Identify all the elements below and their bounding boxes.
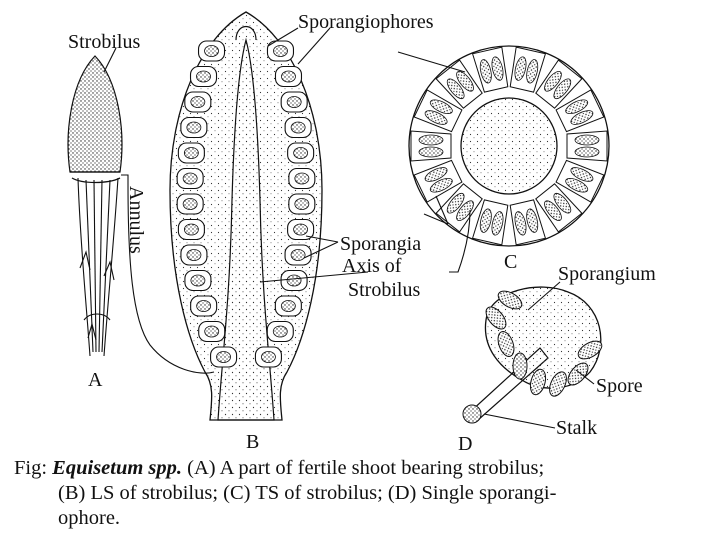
ls-sporangium [284, 244, 312, 266]
ts-sporangiophore [435, 183, 483, 233]
ls-right-sporangiophores [254, 40, 316, 368]
ls-sporangium [287, 218, 315, 241]
ts-axis [460, 97, 558, 195]
ts-sporangiophore [509, 199, 547, 246]
ls-sporangium [210, 346, 238, 368]
label-strobilus: Strobilus [68, 31, 140, 53]
annulus-bracket [121, 174, 129, 183]
sporangium-sac [497, 290, 523, 310]
shoot-strobilus [67, 55, 123, 173]
ls-sporangium [274, 295, 302, 317]
sporangium-sac [549, 371, 567, 397]
ls-sporangium [280, 269, 308, 292]
shoot-annulus-ring [71, 177, 121, 184]
ls-sporangium [184, 269, 212, 292]
label-annulus: Annulus [125, 186, 147, 254]
ls-sporangium [280, 91, 308, 113]
ts-sporangiophore [555, 89, 605, 133]
ts-sporangiophore [410, 130, 452, 162]
shoot-stem [77, 177, 119, 357]
equisetum-diagram: Strobilus Annulus Sporangiophores Sporan… [67, 11, 656, 455]
ls-left-sporangiophores [176, 40, 238, 368]
label-axis-line2: Strobilus [348, 279, 420, 301]
label-axis-line1: Axis of [342, 255, 402, 277]
ts-sporangiophore [435, 59, 483, 109]
ts-sporangiophore-ring [410, 46, 608, 246]
ts-sporangiophore [566, 130, 608, 162]
ls-sporangium [189, 65, 218, 88]
caption-prefix: Fig: [14, 457, 48, 479]
panel-letter-d: D [458, 433, 472, 455]
sporangium-sac [512, 352, 528, 380]
sporangium-sac [567, 362, 589, 386]
panel-c-ts [408, 45, 610, 247]
caption-line1: (A) A part of fertile shoot bearing stro… [187, 457, 545, 479]
ls-sporangium [274, 65, 303, 88]
ls-sporangium [177, 142, 205, 164]
panel-a-shoot [67, 55, 129, 357]
ls-sporangium [190, 295, 218, 317]
ls-sporangium [266, 320, 294, 343]
ts-sporangiophore [471, 46, 509, 93]
ls-sporangium [180, 116, 208, 139]
ls-sporangium [288, 193, 316, 215]
ts-sporangiophore [413, 159, 463, 203]
panel-letter-c: C [504, 251, 517, 273]
ls-sporangium [287, 142, 315, 164]
ts-sporangiophore [471, 199, 509, 246]
sporangium-sac [529, 368, 547, 396]
ts-sporangiophore [413, 89, 463, 133]
ts-sporangiophore [509, 46, 547, 93]
panel-b-ls [169, 11, 323, 421]
ls-sporangium [180, 244, 208, 266]
label-sporangia: Sporangia [340, 233, 421, 255]
ls-sporangium [288, 167, 316, 190]
figure-caption: Fig: Equisetum spp. (A) A part of fertil… [14, 456, 714, 531]
ls-sporangium [198, 320, 226, 343]
caption-line3: ophore. [58, 507, 121, 529]
caption-line2: (B) LS of strobilus; (C) TS of strobilus… [58, 482, 557, 504]
ls-sporangium [176, 193, 204, 215]
sporangium-sac [497, 331, 515, 357]
label-stalk: Stalk [556, 417, 597, 439]
panel-letter-b: B [246, 431, 259, 453]
ts-sporangiophore [535, 59, 583, 109]
ls-sporangium [197, 40, 226, 62]
ts-sporangiophore [535, 183, 583, 233]
caption-species: Equisetum spp. [52, 457, 183, 479]
ls-sporangium [284, 116, 312, 139]
sporangium-sac [577, 340, 603, 360]
sporangia-sacs [485, 290, 603, 397]
ls-apex-knob [235, 25, 257, 41]
sporangium-sac [485, 306, 507, 330]
label-sporangiophores: Sporangiophores [298, 11, 434, 33]
panel-letter-a: A [88, 369, 103, 391]
ts-sporangiophore [555, 159, 605, 203]
stalk-end [462, 404, 482, 424]
ls-sporangium [177, 218, 205, 241]
pointer-lines [103, 27, 595, 429]
panel-d-sporangiophore [462, 286, 603, 424]
label-spore: Spore [596, 375, 643, 397]
ls-sporangium [184, 91, 212, 113]
ls-axis [217, 37, 275, 421]
ls-sporangium [176, 167, 204, 190]
ls-sporangium [266, 40, 295, 62]
label-sporangium: Sporangium [558, 263, 656, 285]
ls-sporangium [254, 346, 282, 368]
